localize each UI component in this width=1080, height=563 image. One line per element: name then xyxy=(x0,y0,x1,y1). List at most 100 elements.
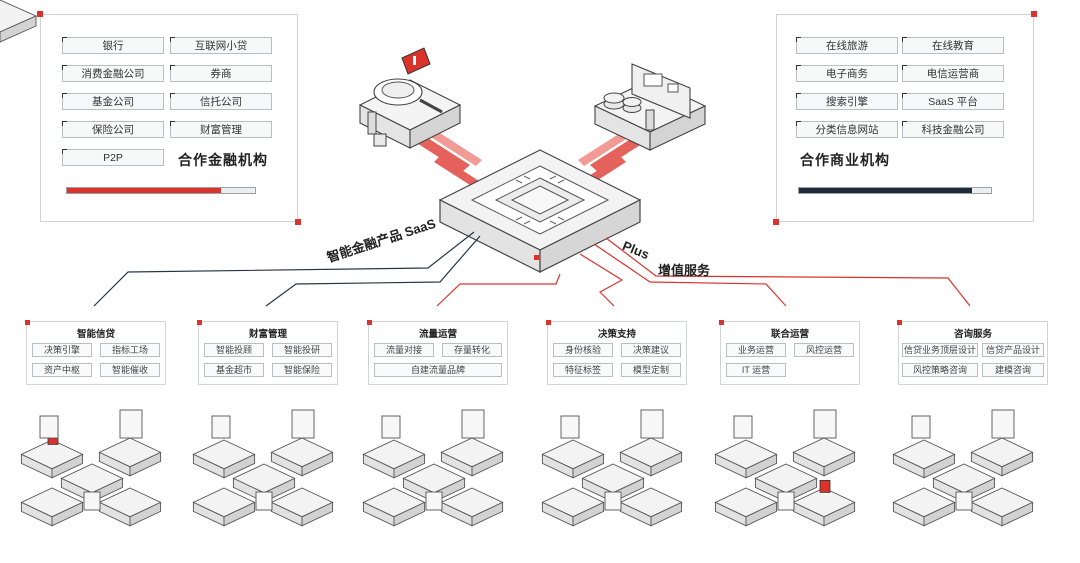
finance-module-graphic xyxy=(358,47,462,149)
service-tag: 决策引擎 xyxy=(32,343,92,357)
service-tag: 存量转化 xyxy=(442,343,502,357)
iso-platform xyxy=(20,431,84,479)
iso-platform xyxy=(270,487,334,527)
iso-prop xyxy=(991,409,1015,439)
service-tag: 信贷产品设计 xyxy=(982,343,1044,357)
service-tag: 资产中枢 xyxy=(32,363,92,377)
iso-platform xyxy=(440,487,504,527)
partner-chip: SaaS 平台 xyxy=(902,93,1004,110)
iso-prop xyxy=(813,409,837,439)
iso-prop xyxy=(255,491,273,511)
service-tag: 信贷业务顶层设计 xyxy=(902,343,978,357)
iso-prop xyxy=(381,415,401,439)
corner-marker xyxy=(897,320,902,325)
service-tag: 流量对接 xyxy=(374,343,434,357)
card-frame xyxy=(547,321,687,385)
service-card-consulting: 咨询服务 信贷业务顶层设计 信贷产品设计 风控策略咨询 建模咨询 xyxy=(897,320,1048,385)
service-tag: 决策建议 xyxy=(621,343,681,357)
saas-connectors xyxy=(93,231,481,307)
panel-frame xyxy=(40,14,298,222)
service-tag: 智能保险 xyxy=(272,363,332,377)
iso-prop xyxy=(911,415,931,439)
service-title: 智能信贷 xyxy=(76,329,115,340)
card-frame xyxy=(26,321,166,385)
panel-title: 合作金融机构 xyxy=(178,152,268,168)
iso-prop xyxy=(560,415,580,439)
iso-platform xyxy=(970,437,1034,477)
partner-chip: 券商 xyxy=(170,65,272,82)
iso-prop xyxy=(291,409,315,439)
partner-chip: 搜索引擎 xyxy=(796,93,898,110)
iso-prop xyxy=(733,415,753,439)
iso-platform xyxy=(362,439,426,479)
progress-fill xyxy=(799,188,972,193)
progress-bar xyxy=(798,187,992,194)
partner-chip: 保险公司 xyxy=(62,121,164,138)
iso-platform xyxy=(970,487,1034,527)
iso-prop xyxy=(777,491,795,511)
progress-bar xyxy=(66,187,256,194)
iso-platform xyxy=(714,439,778,479)
service-tag: IT 运营 xyxy=(726,363,786,377)
panel-title: 合作商业机构 xyxy=(800,152,890,168)
service-tag: 业务运营 xyxy=(726,343,786,357)
partner-chip: 基金公司 xyxy=(62,93,164,110)
iso-platform xyxy=(541,487,605,527)
corner-marker xyxy=(773,219,779,225)
iso-platform xyxy=(20,487,84,527)
service-title: 财富管理 xyxy=(248,329,287,340)
corner-marker xyxy=(367,320,372,325)
iso-platform xyxy=(98,487,162,527)
service-card-decision: 决策支持 身份核验 决策建议 特征标签 模型定制 xyxy=(546,320,687,385)
value-added-label: 增值服务 xyxy=(658,263,711,278)
iso-platform xyxy=(892,439,956,479)
iso-platform xyxy=(892,487,956,527)
partner-chip: 银行 xyxy=(62,37,164,54)
corner-marker xyxy=(546,320,551,325)
corner-marker xyxy=(1031,11,1037,17)
iso-prop xyxy=(83,491,101,511)
corner-marker xyxy=(37,11,43,17)
partner-chip: P2P xyxy=(62,149,164,166)
iso-platform xyxy=(541,439,605,479)
service-tag: 智能催收 xyxy=(100,363,160,377)
partner-chip: 科技金融公司 xyxy=(902,121,1004,138)
service-tag: 特征标签 xyxy=(553,363,613,377)
corner-marker xyxy=(295,219,301,225)
service-tag: 智能投研 xyxy=(272,343,332,357)
partner-chip: 消费金融公司 xyxy=(62,65,164,82)
card-frame xyxy=(198,321,338,385)
service-tag: 指标工场 xyxy=(100,343,160,357)
service-illustrations xyxy=(0,0,38,43)
central-chip-module xyxy=(438,149,642,273)
iso-platform xyxy=(192,487,256,527)
plus-connectors xyxy=(436,237,971,307)
partner-chip: 电子商务 xyxy=(796,65,898,82)
service-tag: 基金超市 xyxy=(204,363,264,377)
iso-platform xyxy=(192,439,256,479)
panel-frame xyxy=(776,14,1034,222)
service-title: 流量运营 xyxy=(418,329,457,340)
partner-chip: 在线教育 xyxy=(902,37,1004,54)
service-card-traffic: 流量运营 流量对接 存量转化 自建流量品牌 xyxy=(367,320,508,385)
service-title: 咨询服务 xyxy=(953,329,992,340)
partner-chip: 财富管理 xyxy=(170,121,272,138)
service-title: 决策支持 xyxy=(597,329,636,340)
iso-platform xyxy=(792,479,856,527)
iso-platform xyxy=(362,487,426,527)
iso-prop xyxy=(119,409,143,439)
iso-platform xyxy=(440,437,504,477)
partner-chip: 在线旅游 xyxy=(796,37,898,54)
card-frame xyxy=(898,321,1048,385)
card-frame xyxy=(368,321,508,385)
iso-prop xyxy=(211,415,231,439)
iso-platform xyxy=(619,487,683,527)
iso-platform xyxy=(98,437,162,477)
service-card-credit: 智能信贷 决策引擎 指标工场 资产中枢 智能催收 xyxy=(25,320,166,385)
service-tag: 风控运营 xyxy=(794,343,854,357)
iso-prop xyxy=(955,491,973,511)
commercial-partners-panel: 在线旅游 在线教育 电子商务 电信运营商 搜索引擎 SaaS 平台 分类信息网站… xyxy=(773,11,1037,225)
service-card-wealth: 财富管理 智能投顾 智能投研 基金超市 智能保险 xyxy=(197,320,338,385)
service-title: 联合运营 xyxy=(770,329,809,340)
